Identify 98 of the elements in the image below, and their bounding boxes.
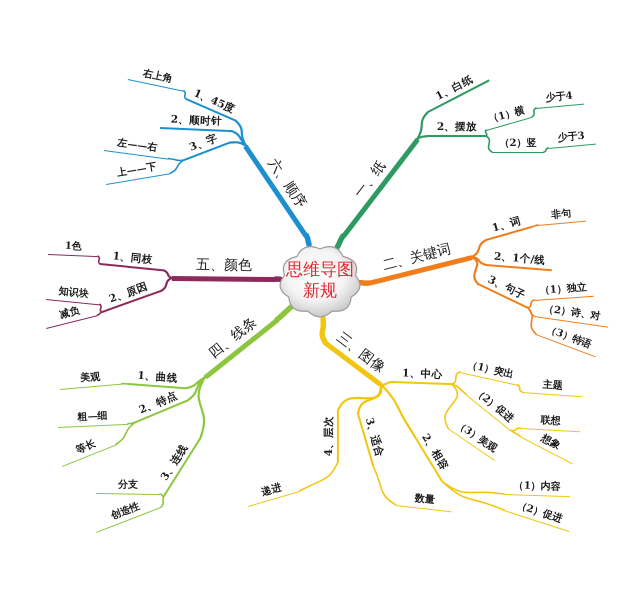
branch-line bbox=[96, 311, 103, 316]
subtopic-label: 1、白纸 bbox=[420, 66, 490, 113]
subtopic-label: 递进 bbox=[244, 476, 300, 507]
branch-line bbox=[416, 134, 430, 140]
subtopic-label: 右上角 bbox=[128, 64, 187, 92]
branch-line bbox=[470, 256, 488, 266]
subtopic-label: （2）竖 bbox=[492, 137, 544, 153]
branch-line bbox=[127, 421, 137, 425]
main-topic-label: 二、关键词 bbox=[362, 234, 472, 286]
subtopic-label: （1）内容 bbox=[504, 479, 570, 497]
subtopic-label: 1、词 bbox=[482, 211, 532, 242]
branch-line bbox=[299, 461, 339, 492]
main-topic-label: 六、顺序 bbox=[244, 133, 326, 238]
branch-line bbox=[228, 141, 248, 148]
subtopic-label: （1）横 bbox=[482, 102, 532, 131]
branch-line bbox=[441, 480, 505, 511]
subtopic-label: 2、相容 bbox=[411, 424, 456, 482]
subtopic-label: （2）促进 bbox=[504, 496, 574, 532]
branch-line bbox=[357, 280, 371, 286]
subtopic-label: 联想 bbox=[520, 413, 581, 432]
subtopic-label: 数量 bbox=[396, 490, 454, 512]
branch-line bbox=[516, 384, 523, 393]
main-topic-label: 五、颜色 bbox=[172, 255, 276, 282]
branch-line bbox=[470, 256, 480, 286]
branch-line bbox=[186, 376, 206, 402]
branch-line bbox=[120, 382, 129, 385]
branch-line bbox=[444, 383, 458, 429]
branch-line bbox=[234, 119, 248, 148]
branch-line bbox=[380, 383, 414, 434]
subtopic-label: 分支 bbox=[96, 478, 160, 495]
branch-line bbox=[451, 383, 467, 395]
branch-line bbox=[115, 421, 137, 446]
main-topic-label: 四、线条 bbox=[190, 302, 279, 380]
branch-line bbox=[451, 371, 461, 385]
branch-line bbox=[441, 480, 505, 495]
subtopic-label: 2、1个/线 bbox=[486, 248, 554, 272]
branch-line bbox=[334, 233, 346, 250]
branch-line bbox=[531, 224, 539, 228]
branch-line bbox=[168, 158, 185, 162]
subtopic-label: 左——右 bbox=[104, 135, 170, 160]
subtopic-label: 美观 bbox=[58, 368, 122, 390]
branch-line bbox=[160, 495, 165, 508]
branch-line bbox=[273, 276, 283, 282]
subtopic-label: （3）特语 bbox=[536, 320, 602, 358]
subtopic-label: 创造性 bbox=[90, 492, 162, 533]
branch-line bbox=[162, 269, 174, 280]
branch-line bbox=[159, 493, 165, 497]
subtopic-label: 减负 bbox=[42, 300, 98, 329]
branch-line bbox=[470, 238, 488, 258]
branch-line bbox=[304, 232, 312, 248]
subtopic-label: 1、同枝 bbox=[100, 248, 166, 272]
branch-line bbox=[510, 430, 521, 437]
branch-line bbox=[182, 90, 187, 100]
branch-line bbox=[169, 159, 185, 174]
branch-line bbox=[97, 255, 101, 265]
subtopic-label: 少于3 bbox=[546, 128, 596, 149]
subtopic-label: 2、摆放 bbox=[428, 120, 486, 138]
subtopic-label: 上——下 bbox=[104, 158, 170, 185]
subtopic-label: 3、句子 bbox=[478, 269, 535, 309]
branch-line bbox=[319, 316, 328, 345]
subtopic-label: （1）突出 bbox=[460, 358, 521, 386]
branch-line bbox=[484, 129, 488, 137]
subtopic-label: 主题 bbox=[522, 377, 583, 398]
branch-line bbox=[160, 276, 174, 292]
subtopic-label: 1、中心 bbox=[392, 366, 453, 386]
subtopic-label: 4、层次 bbox=[322, 410, 340, 462]
subtopic-label: 等长 bbox=[56, 430, 116, 467]
subtopic-label: 3、连线 bbox=[150, 430, 202, 497]
branch-line bbox=[336, 383, 382, 412]
branch-line bbox=[356, 383, 382, 416]
branch-line bbox=[510, 427, 521, 432]
subtopic-label: 3、适合 bbox=[356, 409, 389, 466]
branch-line bbox=[526, 299, 535, 309]
main-topic-label: 三、图像 bbox=[323, 324, 395, 386]
branch-line bbox=[372, 465, 397, 506]
branch-line bbox=[416, 110, 430, 140]
subtopic-label: 2、特点 bbox=[130, 386, 188, 423]
branch-line bbox=[543, 147, 549, 153]
branch-line bbox=[98, 304, 103, 313]
branch-line bbox=[485, 135, 493, 153]
branch-line bbox=[531, 107, 537, 118]
branch-line bbox=[526, 306, 537, 335]
subtopic-label: 非句 bbox=[536, 206, 586, 226]
main-topic-label: 一、纸 bbox=[324, 125, 420, 238]
subtopic-label: 知识块 bbox=[46, 284, 102, 306]
subtopic-label: 2、原因 bbox=[96, 276, 162, 314]
branch-line bbox=[197, 376, 206, 440]
branch-line bbox=[380, 380, 394, 386]
subtopic-label: 粗—细 bbox=[57, 409, 128, 428]
subtopic-label: 1、曲线 bbox=[128, 368, 188, 390]
subtopic-label: （1）独立 bbox=[532, 280, 594, 301]
branch-line bbox=[526, 306, 535, 317]
branch-line bbox=[230, 130, 248, 148]
subtopic-label: 1色 bbox=[48, 239, 99, 257]
subtopic-label: 少于4 bbox=[534, 88, 584, 109]
subtopic-label: （2）诗、对 bbox=[534, 301, 610, 328]
subtopic-label: 3、字 bbox=[178, 128, 230, 161]
branch-line bbox=[274, 304, 294, 322]
